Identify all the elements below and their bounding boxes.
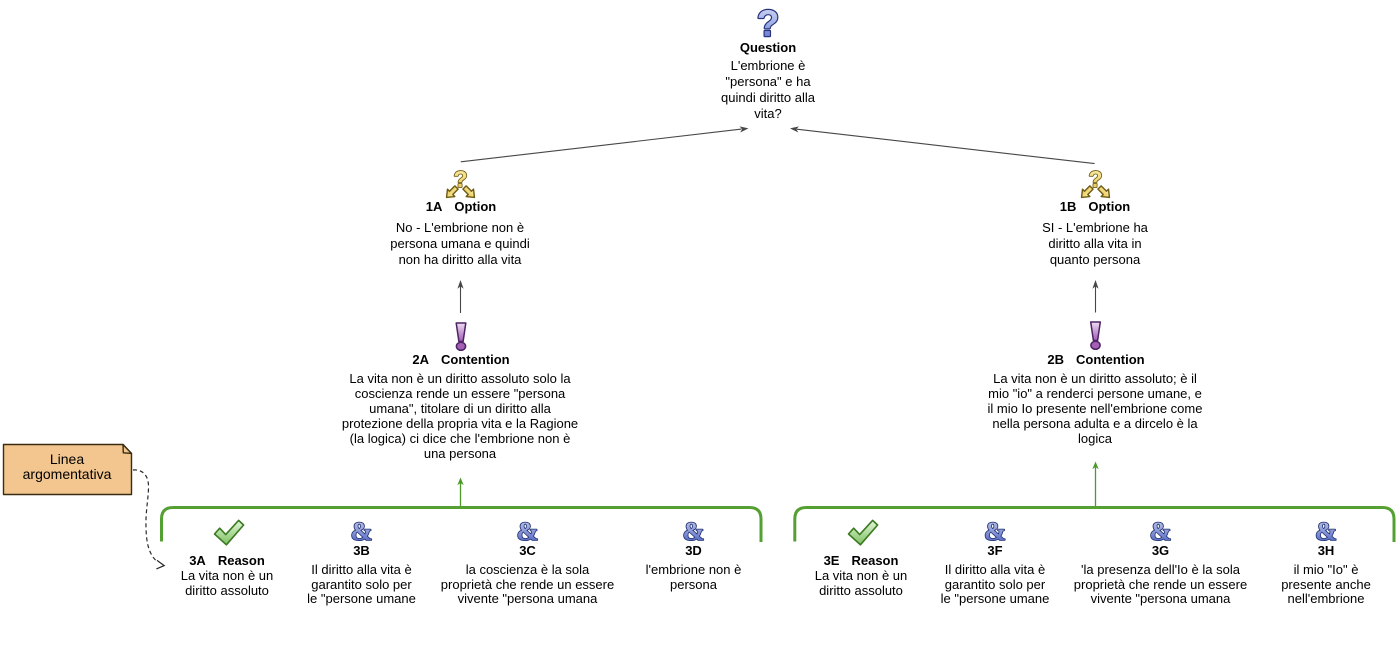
svg-text:&: & — [516, 516, 538, 546]
svg-text:&: & — [984, 516, 1006, 546]
svg-text:?: ? — [1088, 166, 1102, 192]
svg-text:&: & — [1149, 516, 1171, 546]
svg-text:?: ? — [453, 166, 467, 192]
svg-text:&: & — [1315, 516, 1337, 546]
svg-text:?: ? — [757, 3, 780, 44]
svg-text:&: & — [350, 516, 372, 546]
svg-text:&: & — [682, 516, 704, 546]
